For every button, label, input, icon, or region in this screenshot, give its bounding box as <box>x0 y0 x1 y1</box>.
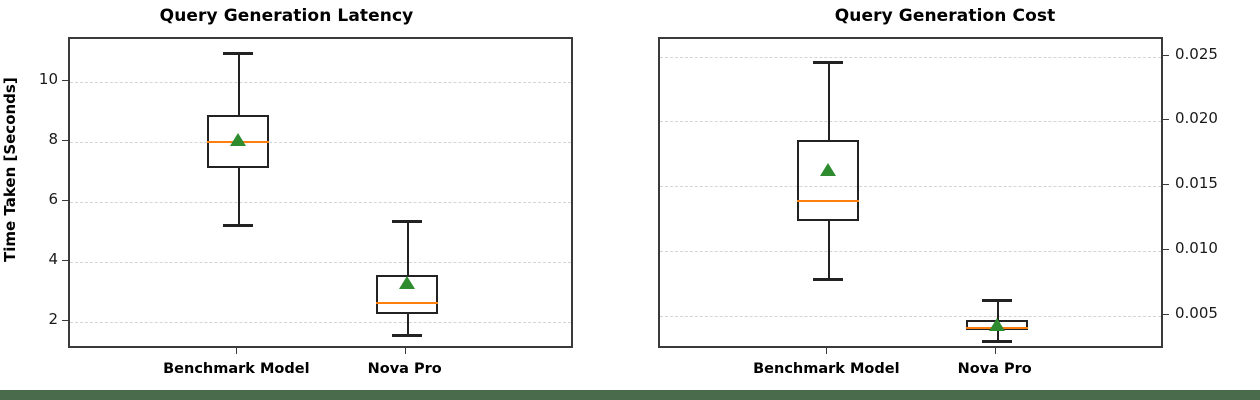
y-axis-tick-mark <box>62 140 68 142</box>
x-axis-tick-mark <box>994 348 996 354</box>
chart-title-latency: Query Generation Latency <box>159 6 414 26</box>
gridline <box>660 250 1161 252</box>
y-axis-tick-label: 0.015 <box>1175 174 1218 193</box>
y-axis-tick-mark <box>1163 119 1169 121</box>
gridline <box>70 82 571 84</box>
cap-upper <box>981 298 1012 302</box>
gridline <box>660 56 1161 58</box>
y-axis-tick-mark <box>62 259 68 261</box>
cap-lower <box>223 224 254 228</box>
y-axis-tick-label: 10 <box>38 70 58 89</box>
y-axis-tick-mark <box>1163 184 1169 186</box>
gridline <box>660 121 1161 123</box>
whisker-lower <box>238 167 241 225</box>
gridline <box>660 186 1161 188</box>
x-axis-tick-label-nova-pro: Nova Pro <box>957 361 1032 377</box>
mean-marker-triangle-icon <box>820 162 837 176</box>
y-axis-tick-label: 0.010 <box>1175 238 1218 257</box>
cap-upper <box>391 219 422 223</box>
whisker-upper <box>828 60 831 140</box>
chart-panel-cost: Query Generation Cost 0.005 0.010 0.015 0.0… <box>630 0 1260 400</box>
mean-marker-triangle-icon <box>398 276 415 290</box>
footer-accent-bar <box>0 390 1260 400</box>
x-axis-tick-mark <box>236 348 238 354</box>
gridline <box>660 315 1161 317</box>
chart-panel-latency: Query Generation Latency 2 4 6 8 10 Benchmar… <box>1 6 573 377</box>
y-axis-tick-mark <box>1163 54 1169 56</box>
cap-upper <box>223 52 254 56</box>
gridline <box>70 201 571 203</box>
whisker-lower <box>406 314 409 334</box>
x-axis-tick-label-benchmark-model: Benchmark Model <box>163 361 310 377</box>
cap-lower <box>391 333 422 337</box>
boxplot-cost-nova-pro <box>660 39 1161 346</box>
median-line <box>375 302 438 305</box>
boxplot-latency-benchmark-model <box>70 39 571 346</box>
x-axis-tick-label-benchmark-model: Benchmark Model <box>753 361 900 377</box>
y-axis-tick-mark <box>62 199 68 201</box>
whisker-upper <box>406 219 409 276</box>
cap-upper <box>813 60 844 64</box>
y-axis-tick-mark <box>1163 248 1169 250</box>
x-axis-tick-mark <box>826 348 828 354</box>
gridline <box>70 142 571 144</box>
gridline <box>70 261 571 263</box>
x-axis-tick-label-nova-pro: Nova Pro <box>367 361 442 377</box>
y-axis-tick-mark <box>1163 313 1169 315</box>
y-axis-tick-label: 0.025 <box>1175 44 1218 63</box>
chart-title-cost: Query Generation Cost <box>834 6 1056 26</box>
y-axis-tick-label: 4 <box>48 249 58 268</box>
box-iqr <box>797 139 860 222</box>
mean-marker-triangle-icon <box>988 318 1005 332</box>
plot-area-cost <box>658 37 1163 348</box>
whisker-lower <box>828 221 831 279</box>
boxplot-latency-nova-pro <box>70 39 571 346</box>
y-axis-tick-mark <box>62 80 68 82</box>
y-axis-tick-label: 0.020 <box>1175 109 1218 128</box>
y-axis-tick-mark <box>62 319 68 321</box>
median-line <box>797 200 860 203</box>
y-axis-tick-label: 2 <box>48 309 58 328</box>
whisker-upper <box>996 298 999 320</box>
boxplot-cost-benchmark-model <box>660 39 1161 346</box>
y-axis-tick-label: 6 <box>48 189 58 208</box>
mean-marker-triangle-icon <box>230 132 247 146</box>
whisker-upper <box>238 52 241 116</box>
plot-area-latency <box>68 37 573 348</box>
gridline <box>70 321 571 323</box>
cap-lower <box>981 340 1012 344</box>
y-axis-tick-label: 0.005 <box>1175 303 1218 322</box>
x-axis-tick-mark <box>404 348 406 354</box>
whisker-lower <box>996 330 999 341</box>
y-axis-tick-label: 8 <box>48 130 58 149</box>
cap-lower <box>813 278 844 282</box>
y-axis-title-latency: Time Taken [Seconds] <box>1 76 19 262</box>
